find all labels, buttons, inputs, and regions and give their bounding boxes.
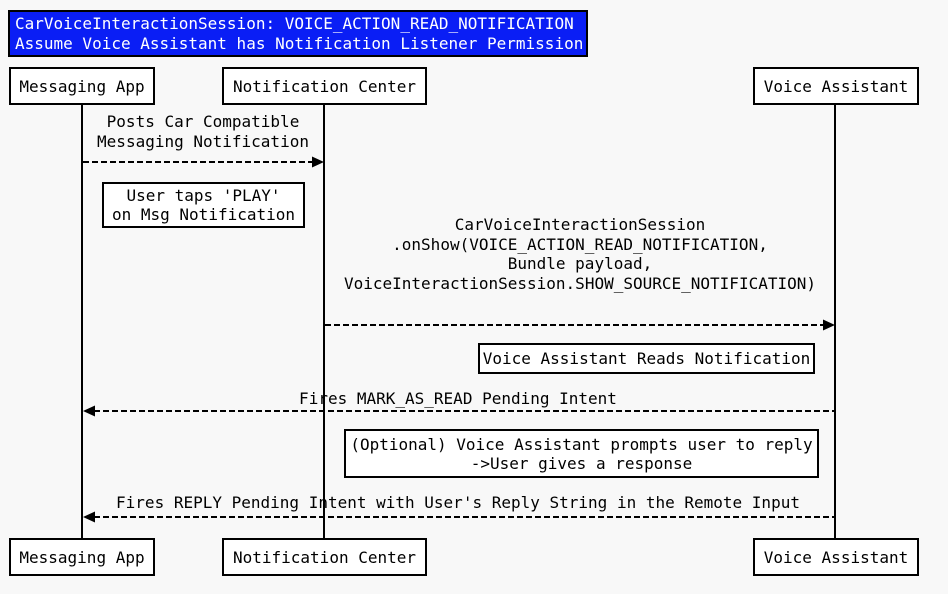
message-label-posts-notification: Posts Car Compatible Messaging Notificat… xyxy=(97,112,309,151)
note-optional-prompt-reply: (Optional) Voice Assistant prompts user … xyxy=(344,429,819,478)
message-arrow-mark-as-read xyxy=(83,405,835,417)
participant-messaging-app-bottom: Messaging App xyxy=(9,538,155,576)
note-voice-assistant-reads: Voice Assistant Reads Notification xyxy=(478,343,815,374)
arrowhead-right-icon xyxy=(312,156,324,168)
message-arrow-posts-notification xyxy=(83,156,324,168)
participant-label: Voice Assistant xyxy=(763,547,909,567)
message-label-reply: Fires REPLY Pending Intent with User's R… xyxy=(116,493,800,512)
participant-voice-assistant-top: Voice Assistant xyxy=(753,67,919,105)
participant-voice-assistant-bottom: Voice Assistant xyxy=(753,538,919,576)
arrowhead-right-icon xyxy=(823,319,835,331)
arrowhead-left-icon xyxy=(83,405,95,417)
participant-messaging-app-top: Messaging App xyxy=(9,67,155,105)
participant-label: Voice Assistant xyxy=(763,76,909,96)
diagram-title: CarVoiceInteractionSession: VOICE_ACTION… xyxy=(8,10,588,57)
participant-notification-center-bottom: Notification Center xyxy=(222,538,427,576)
participant-notification-center-top: Notification Center xyxy=(222,67,427,105)
note-user-taps-play: User taps 'PLAY' on Msg Notification xyxy=(102,182,305,228)
title-line-2: Assume Voice Assistant has Notification … xyxy=(15,33,584,53)
message-label-mark-as-read: Fires MARK_AS_READ Pending Intent xyxy=(299,389,617,408)
participant-label: Messaging App xyxy=(19,76,145,96)
message-label-onshow: CarVoiceInteractionSession .onShow(VOICE… xyxy=(343,215,817,293)
participant-label: Notification Center xyxy=(232,547,417,567)
participant-label: Notification Center xyxy=(232,76,417,96)
participant-label: Messaging App xyxy=(19,547,145,567)
message-arrow-reply xyxy=(83,511,835,523)
title-line-1: CarVoiceInteractionSession: VOICE_ACTION… xyxy=(15,14,574,33)
message-arrow-onshow xyxy=(325,319,835,331)
arrowhead-left-icon xyxy=(83,511,95,523)
